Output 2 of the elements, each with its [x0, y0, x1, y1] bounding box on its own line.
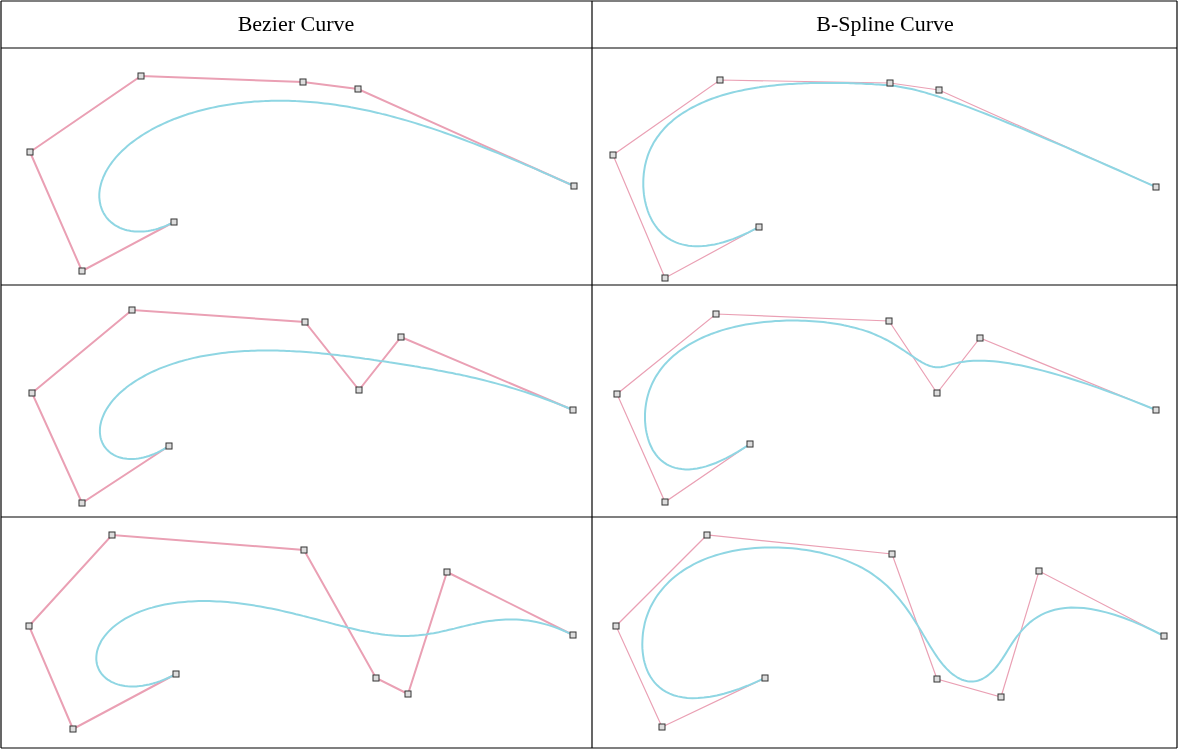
column-heading: Bezier Curve	[237, 10, 355, 38]
column-heading: B-Spline Curve	[816, 10, 954, 38]
